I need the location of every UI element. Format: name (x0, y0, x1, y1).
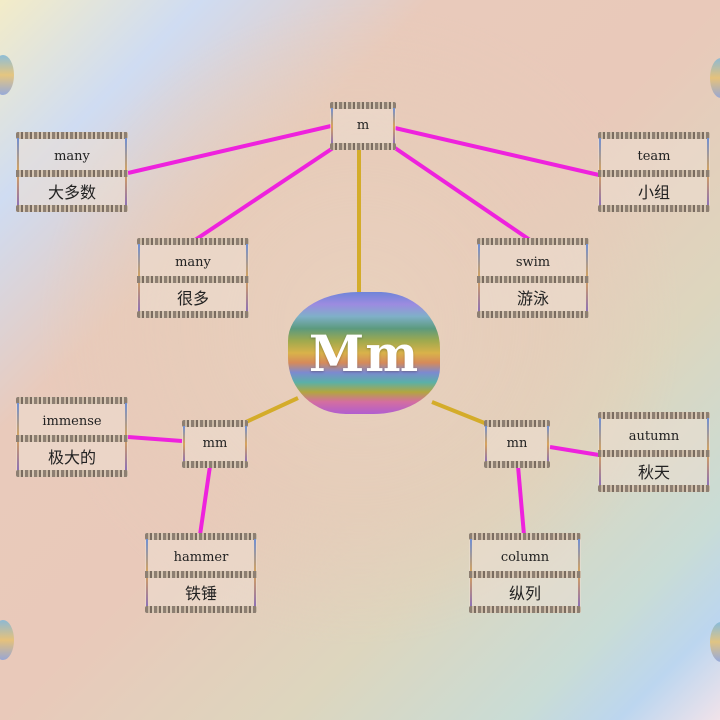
word-meaning: 大多数 (47, 183, 96, 202)
branch-node-mm: mm (182, 420, 248, 468)
word-node-team: team 小组 (598, 132, 710, 212)
edge-mn-column (516, 465, 526, 536)
edge-mm-immense (127, 435, 183, 443)
branch-node-mn: mn (484, 420, 550, 468)
corner-decoration-top-right (710, 58, 720, 98)
word-node-autumn: autumn 秋天 (598, 412, 710, 492)
corner-decoration-top-left (0, 55, 14, 95)
word-text: many (54, 149, 90, 164)
word-node-many-2: many 很多 (137, 238, 249, 318)
word-meaning: 秋天 (637, 463, 670, 482)
word-text: swim (515, 255, 551, 270)
word-meaning: 游泳 (516, 289, 549, 308)
word-meaning: 很多 (176, 289, 209, 308)
corner-decoration-bottom-right (710, 622, 720, 662)
center-node: Mm (288, 292, 440, 414)
corner-decoration-bottom-left (0, 620, 14, 660)
word-text: column (500, 550, 550, 565)
word-node-swim: swim 游泳 (477, 238, 589, 318)
edge-m-many-1 (127, 124, 332, 175)
word-node-hammer: hammer 铁锤 (145, 533, 257, 613)
word-text: team (637, 149, 671, 164)
word-node-column: column 纵列 (469, 533, 581, 613)
word-node-many-1: many 大多数 (16, 132, 128, 212)
branch-label: mm (202, 436, 228, 451)
branch-label: m (356, 118, 370, 133)
word-meaning: 铁锤 (184, 584, 217, 603)
word-text: immense (42, 414, 102, 429)
edge-mn-autumn (549, 445, 600, 457)
edge-mm-hammer (198, 465, 212, 536)
branch-label: mn (506, 436, 528, 451)
word-text: autumn (628, 429, 680, 444)
word-meaning: 小组 (637, 183, 670, 202)
edge-m-swim (393, 146, 532, 242)
center-title: Mm (308, 323, 420, 383)
word-text: hammer (173, 550, 229, 565)
word-text: many (175, 255, 211, 270)
edge-center-mm (245, 396, 299, 424)
edge-m-team (394, 126, 600, 177)
edge-m-many-2 (193, 146, 335, 242)
branch-node-m: m (330, 102, 396, 150)
word-node-immense: immense 极大的 (16, 397, 128, 477)
edge-center-mn (431, 400, 488, 426)
word-meaning: 纵列 (508, 584, 541, 603)
word-meaning: 极大的 (47, 448, 96, 467)
